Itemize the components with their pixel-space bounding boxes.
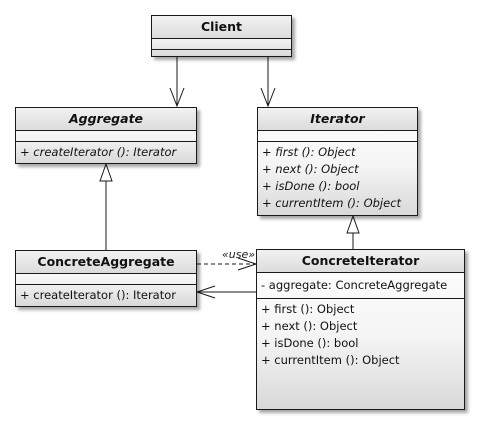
concrete-aggregate-operations: + createIterator (): Iterator bbox=[16, 285, 196, 306]
client-operations bbox=[152, 50, 291, 60]
iterator-class[interactable]: Iterator + first (): Object + next (): O… bbox=[257, 107, 418, 216]
iterator-operation-first: + first (): Object bbox=[262, 145, 356, 159]
iterator-operation-isdone: + isDone (): bool bbox=[262, 179, 360, 193]
concrete-iterator-operations: + first (): Object + next (): Object + i… bbox=[257, 299, 464, 409]
aggregate-operation: + createIterator (): Iterator bbox=[20, 145, 177, 159]
iterator-operations: + first (): Object + next (): Object + i… bbox=[258, 142, 417, 215]
concrete-iterator-generalization-triangle bbox=[346, 214, 360, 234]
client-to-iterator-arrowhead bbox=[260, 87, 276, 108]
aggregate-operations: + createIterator (): Iterator bbox=[16, 142, 196, 163]
concrete-iterator-operation-next: + next (): Object bbox=[261, 319, 358, 333]
concrete-aggregate-operation: + createIterator (): Iterator bbox=[20, 288, 177, 302]
iterator-operation-currentitem: + currentItem (): Object bbox=[262, 196, 402, 210]
iterator-class-name: Iterator bbox=[258, 108, 417, 131]
iterator-to-aggregate-arrowhead bbox=[195, 285, 216, 299]
concrete-iterator-operation-isdone: + isDone (): bool bbox=[261, 336, 359, 350]
concrete-aggregate-class-name: ConcreteAggregate bbox=[16, 251, 196, 274]
concrete-aggregate-class[interactable]: ConcreteAggregate + createIterator (): I… bbox=[15, 250, 197, 307]
client-class-name: Client bbox=[152, 16, 291, 39]
concrete-iterator-operation-first: + first (): Object bbox=[261, 302, 355, 316]
concrete-iterator-operation-currentitem: + currentItem (): Object bbox=[261, 353, 400, 367]
aggregate-class-name: Aggregate bbox=[16, 108, 196, 131]
iterator-operation-next: + next (): Object bbox=[262, 162, 359, 176]
use-stereotype-label: «use» bbox=[222, 248, 256, 261]
concrete-iterator-class[interactable]: ConcreteIterator - aggregate: ConcreteAg… bbox=[256, 249, 465, 410]
client-class[interactable]: Client bbox=[151, 15, 292, 57]
client-to-aggregate-arrowhead bbox=[169, 87, 185, 108]
aggregate-attributes bbox=[16, 131, 196, 142]
client-attributes bbox=[152, 39, 291, 50]
iterator-attributes bbox=[258, 131, 417, 142]
concrete-iterator-class-name: ConcreteIterator bbox=[257, 250, 464, 273]
concrete-iterator-attribute-aggregate: - aggregate: ConcreteAggregate bbox=[261, 278, 448, 292]
concrete-iterator-attributes: - aggregate: ConcreteAggregate bbox=[257, 273, 464, 299]
concrete-aggregate-generalization-triangle bbox=[99, 162, 113, 182]
concrete-aggregate-attributes bbox=[16, 274, 196, 285]
aggregate-class[interactable]: Aggregate + createIterator (): Iterator bbox=[15, 107, 197, 164]
